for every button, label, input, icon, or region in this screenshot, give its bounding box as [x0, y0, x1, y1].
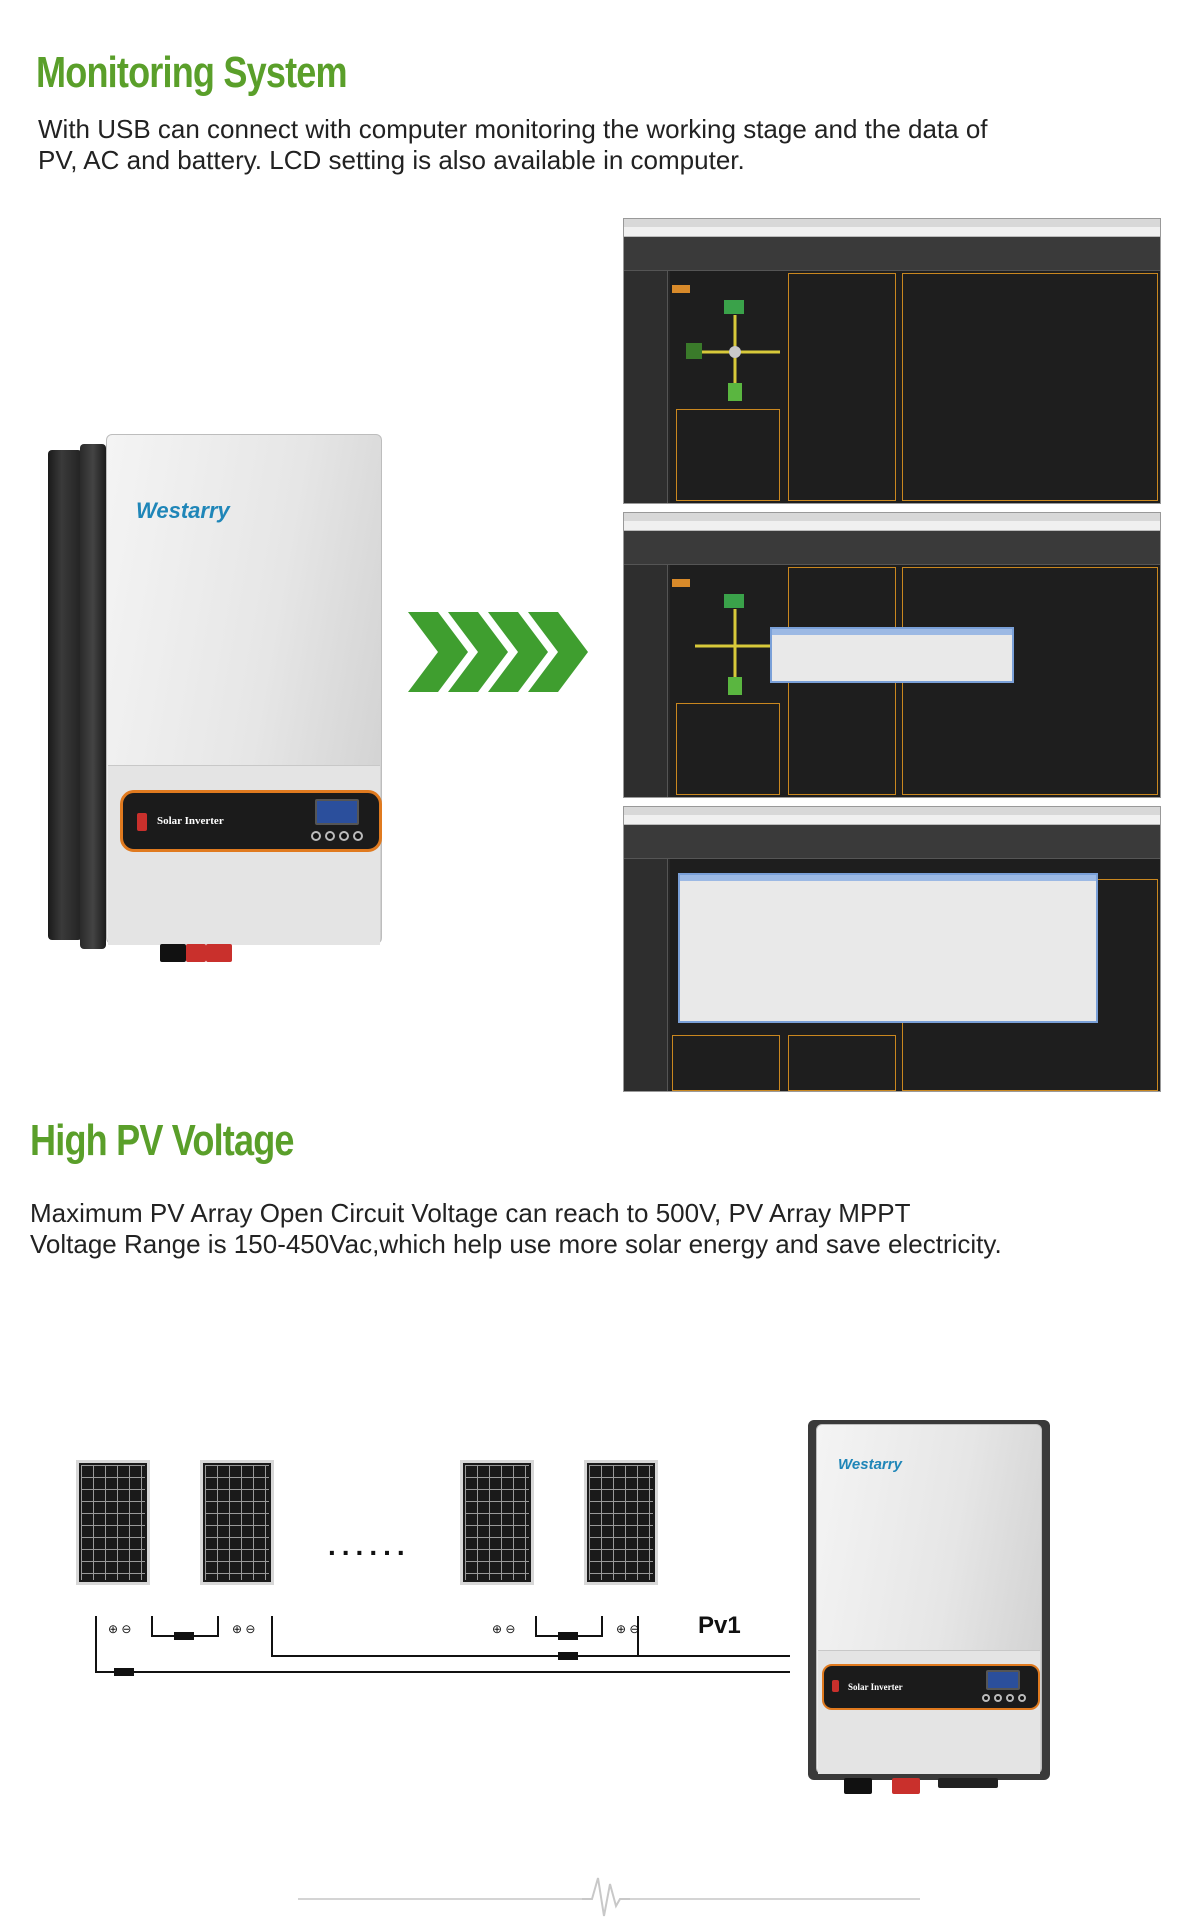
inverter-small-button-4 — [1018, 1694, 1026, 1702]
inverter-small-ports — [938, 1778, 998, 1788]
monitoring-description-line1: With USB can connect with computer monit… — [38, 114, 988, 144]
inverter-heatsink-fin — [80, 444, 106, 949]
inverter-brand-logo: Westarry — [136, 498, 230, 523]
inverter-large: Westarry Solar Inverter — [40, 430, 400, 990]
pv-wiring — [95, 1616, 790, 1676]
monitoring-description-line2: PV, AC and battery. LCD setting is also … — [38, 145, 745, 175]
terminal-positive-2 — [206, 944, 232, 962]
solar-panel-3 — [460, 1460, 534, 1585]
inverter-button-4 — [353, 831, 363, 841]
inverter-small-control-panel: Solar Inverter — [822, 1664, 1040, 1710]
footer-divider-left — [298, 1898, 582, 1900]
pv1-label: Pv1 — [698, 1612, 741, 1639]
solar-panel-2 — [200, 1460, 274, 1585]
inverter-small: Westarry Solar Inverter — [808, 1420, 1058, 1800]
inverter-small-lcd — [986, 1670, 1020, 1690]
terminal-negative — [160, 944, 186, 962]
inverter-small-button-2 — [994, 1694, 1002, 1702]
inverter-small-terminal-negative — [844, 1778, 872, 1794]
power-switch — [137, 813, 147, 831]
software-screenshot-3 — [623, 806, 1161, 1092]
software-screenshot-1 — [623, 218, 1161, 504]
inverter-small-panel-label: Solar Inverter — [848, 1682, 903, 1692]
chevron-right-icon — [408, 612, 588, 692]
inverter-button-3 — [339, 831, 349, 841]
solar-panel-4 — [584, 1460, 658, 1585]
heartbeat-icon — [582, 1877, 630, 1917]
inverter-button-1 — [311, 831, 321, 841]
solar-panel-1 — [76, 1460, 150, 1585]
inverter-button-2 — [325, 831, 335, 841]
inverter-panel-label: Solar Inverter — [157, 815, 224, 827]
high-pv-description-line1: Maximum PV Array Open Circuit Voltage ca… — [30, 1198, 911, 1228]
panel-1-terminals: ⊕ ⊖ — [108, 1622, 132, 1636]
inverter-control-panel: Solar Inverter — [120, 790, 382, 852]
inverter-heatsink — [48, 450, 82, 940]
panel-ellipsis: ...... — [328, 1530, 411, 1561]
inverter-small-brand-logo: Westarry — [838, 1456, 902, 1473]
inverter-small-terminal-positive — [892, 1778, 920, 1794]
high-pv-description-line2: Voltage Range is 150-450Vac,which help u… — [30, 1229, 1002, 1259]
inverter-small-button-3 — [1006, 1694, 1014, 1702]
inverter-small-button-1 — [982, 1694, 990, 1702]
monitoring-title: Monitoring System — [36, 48, 348, 97]
high-pv-title: High PV Voltage — [30, 1116, 295, 1165]
inverter-lcd — [315, 799, 359, 825]
panel-4-terminals: ⊕ ⊖ — [616, 1622, 640, 1636]
terminal-positive — [186, 944, 206, 962]
footer-divider-right — [630, 1898, 920, 1900]
panel-2-terminals: ⊕ ⊖ — [232, 1622, 256, 1636]
software-screenshot-2 — [623, 512, 1161, 798]
inverter-small-power-switch — [832, 1680, 839, 1692]
panel-3-terminals: ⊕ ⊖ — [492, 1622, 516, 1636]
